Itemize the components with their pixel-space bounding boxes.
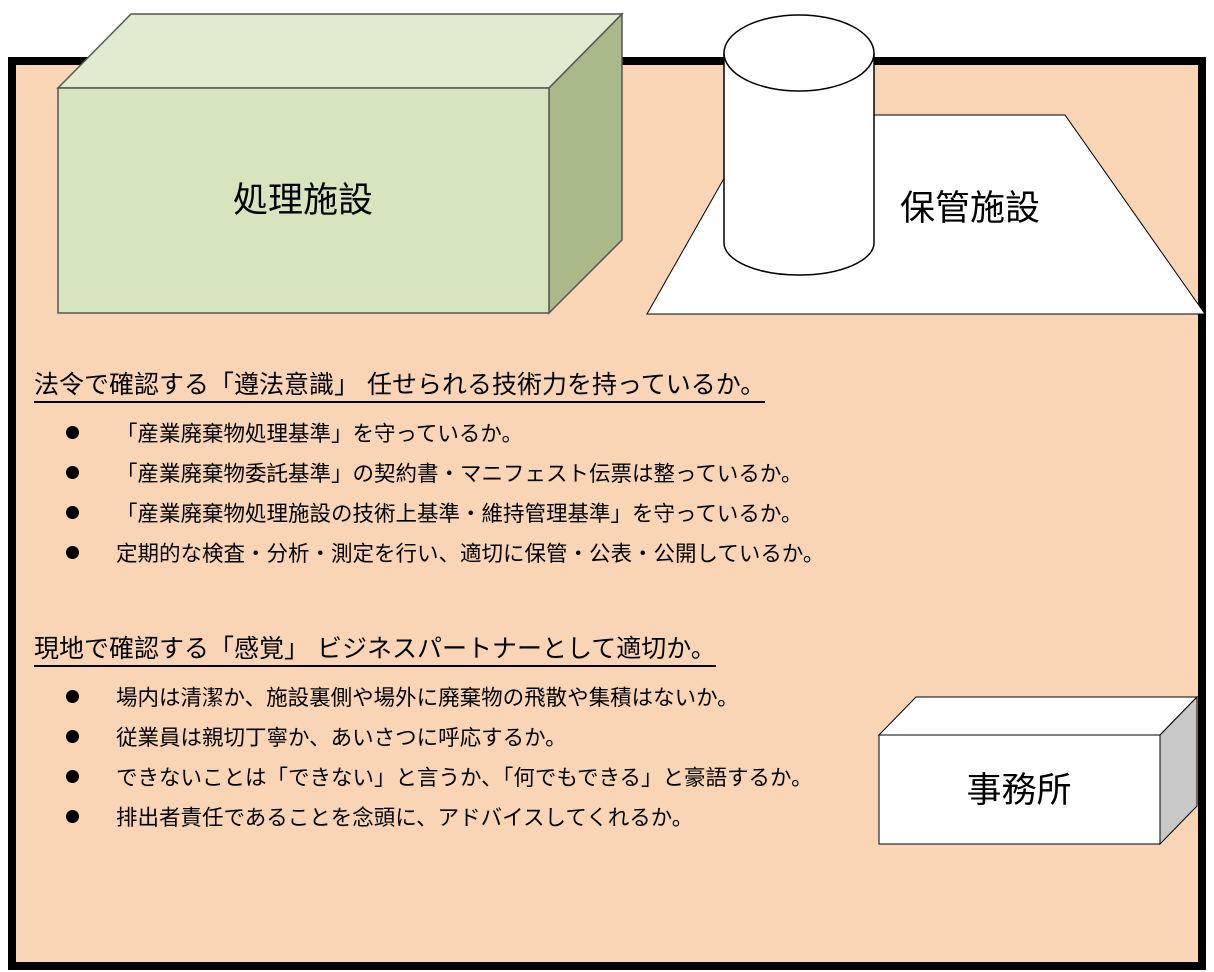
site-check-list: 場内は清潔か、施設裏側や場外に廃棄物の飛散や集積はないか。 従業員は親切丁寧か、… [66, 676, 813, 836]
bullet-icon [66, 809, 79, 823]
office-box: 事務所 [877, 695, 1199, 846]
list-item-text: できないことは「できない」と言うか、「何でもできる」と豪語するか。 [116, 765, 813, 791]
storage-tank-body [723, 53, 875, 276]
legal-compliance-list: 「産業廃棄物処理基準」を守っているか。 「産業廃棄物委託基準」の契約書・マニフェ… [66, 412, 824, 572]
bullet-icon [66, 425, 79, 439]
processing-facility-box: 処理施設 [56, 12, 624, 315]
list-item-text: 定期的な検査・分析・測定を行い、適切に保管・公表・公開しているか。 [116, 541, 825, 567]
list-item: 排出者責任であることを念頭に、アドバイスしてくれるか。 [66, 796, 813, 836]
processing-facility-label: 処理施設 [233, 181, 373, 221]
bullet-icon [66, 505, 79, 519]
office-label: 事務所 [966, 771, 1071, 811]
storage-facility-label: 保管施設 [900, 189, 1040, 229]
list-item-text: 従業員は親切丁寧か、あいさつに呼応するか。 [116, 725, 567, 751]
bullet-icon [66, 689, 79, 703]
list-item-text: 「産業廃棄物委託基準」の契約書・マニフェスト伝票は整っているか。 [116, 461, 803, 487]
site-check-heading: 現地で確認する「感覚」 ビジネスパートナーとして適切か。 [34, 636, 716, 667]
bullet-icon [66, 465, 79, 479]
bullet-icon [66, 769, 79, 783]
bullet-icon [66, 545, 79, 559]
list-item-text: 場内は清潔か、施設裏側や場外に廃棄物の飛散や集積はないか。 [116, 685, 739, 711]
list-item: 定期的な検査・分析・測定を行い、適切に保管・公表・公開しているか。 [66, 532, 824, 572]
list-item: 「産業廃棄物処理基準」を守っているか。 [66, 412, 824, 452]
office-box-top [877, 696, 1199, 736]
office-box-front [878, 734, 1161, 845]
list-item: 「産業廃棄物処理施設の技術上基準・維持管理基準」を守っているか。 [66, 492, 824, 532]
list-item: 「産業廃棄物委託基準」の契約書・マニフェスト伝票は整っているか。 [66, 452, 824, 492]
bullet-icon [66, 729, 79, 743]
storage-tank-top [723, 14, 875, 92]
processing-box-front [57, 87, 550, 314]
list-item-text: 「産業廃棄物処理基準」を守っているか。 [116, 421, 523, 447]
legal-compliance-heading: 法令で確認する「遵法意識」 任せられる技術力を持っているか。 [34, 372, 766, 403]
processing-box-top [56, 13, 624, 89]
list-item-text: 「産業廃棄物処理施設の技術上基準・維持管理基準」を守っているか。 [116, 501, 803, 527]
storage-facility: 保管施設 [646, 14, 1206, 315]
list-item: できないことは「できない」と言うか、「何でもできる」と豪語するか。 [66, 756, 813, 796]
list-item: 従業員は親切丁寧か、あいさつに呼応するか。 [66, 716, 813, 756]
list-item: 場内は清潔か、施設裏側や場外に廃棄物の飛散や集積はないか。 [66, 676, 813, 716]
list-item-text: 排出者責任であることを念頭に、アドバイスしてくれるか。 [116, 805, 694, 831]
